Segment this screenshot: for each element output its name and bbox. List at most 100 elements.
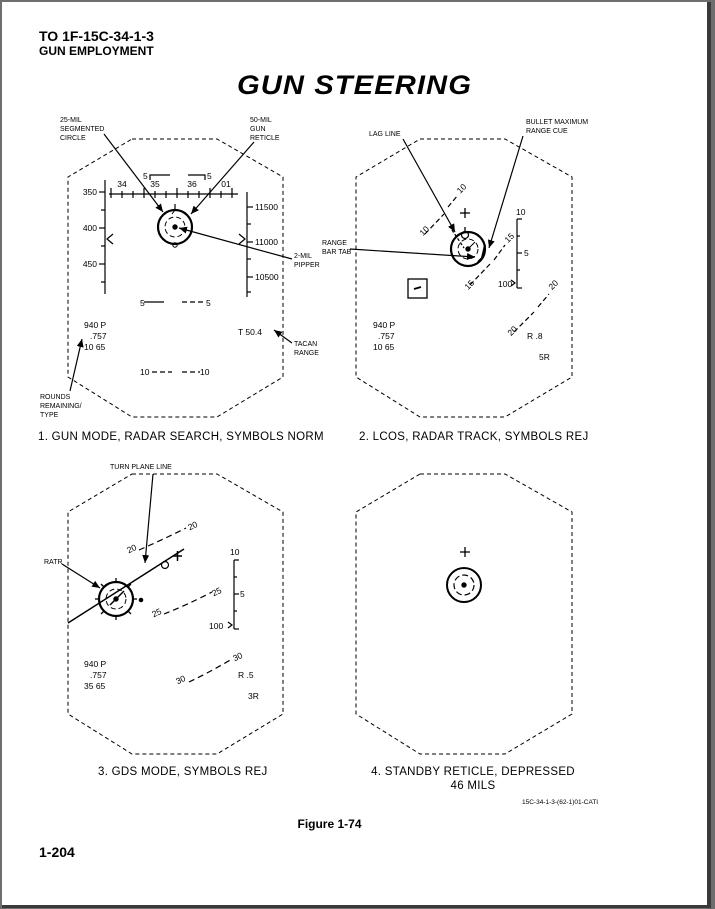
- pitch-label: 5: [143, 171, 148, 181]
- panel-3-hud-outline: [67, 473, 284, 755]
- callout-segmented-circle: SEGMENTED: [60, 126, 104, 133]
- pitch-label: 10: [417, 224, 431, 238]
- pitch-label: 5: [207, 171, 212, 181]
- range-readout: R .5: [238, 670, 254, 680]
- altitude-tick: 10500: [255, 272, 279, 282]
- callout-turn-plane-line: TURN PLANE LINE: [110, 464, 172, 471]
- lcos-reticle: [449, 230, 487, 268]
- heading-tick: 36: [187, 179, 197, 189]
- closure-readout: 5R: [539, 352, 550, 362]
- gds-reticle: [95, 578, 144, 620]
- range-scale-label: 5: [524, 248, 529, 258]
- pitch-label: 30: [174, 673, 187, 686]
- pitch-label: 25: [210, 585, 223, 598]
- range-scale-label: 100: [498, 279, 512, 289]
- panel-2-lcos: 10 10 15 15 20 20: [322, 119, 588, 418]
- heading-tape: [109, 188, 238, 198]
- callout-range-bar-tab: RANGE: [322, 240, 347, 247]
- callout-rounds-remaining: TYPE: [40, 412, 59, 419]
- weapon-status-type: .757: [90, 331, 107, 341]
- pitch-label: 10: [200, 367, 210, 377]
- pitch-label: 15: [462, 278, 476, 292]
- panel-4-caption-line2: 46 MILS: [450, 780, 496, 792]
- pitch-label: 10: [140, 367, 150, 377]
- callout-gun-reticle: RETICLE: [250, 135, 280, 142]
- weapon-status-rounds: 940 P: [84, 320, 107, 330]
- callout-ratr: RATR: [44, 559, 63, 566]
- figure-title: GUN STEERING: [237, 70, 472, 100]
- closure-readout: 3R: [248, 691, 259, 701]
- pitch-label: 20: [505, 324, 519, 338]
- figure-reference-code: 15C-34-1-3-(62-1)01-CATI: [522, 799, 599, 806]
- pitch-label: 20: [125, 542, 138, 555]
- pitch-label: 5: [140, 298, 145, 308]
- weapon-status-rounds: 940 P: [84, 659, 107, 669]
- panel-1-gun-mode: 34 35 36 01 350 400 450: [40, 117, 320, 419]
- panel-2-caption: 2. LCOS, RADAR TRACK, SYMBOLS REJ: [359, 431, 589, 443]
- hud-diagrams: 34 35 36 01 350 400 450: [40, 117, 588, 755]
- panel-2-hud-outline: [355, 138, 573, 418]
- weapon-status-setting: 10 65: [84, 342, 106, 352]
- figure-number: Figure 1-74: [297, 817, 362, 831]
- weapon-status-setting: 10 65: [373, 342, 395, 352]
- callout-segmented-circle: CIRCLE: [60, 135, 86, 142]
- panel-1-hud-outline: [67, 138, 284, 418]
- callout-bullet-max: RANGE CUE: [526, 128, 568, 135]
- range-readout: R .8: [527, 331, 543, 341]
- panel-3-gds-mode: 20 20 25 25 30 30: [44, 464, 284, 755]
- target-designator-box: [407, 278, 428, 299]
- standby-reticle: [446, 567, 482, 603]
- callout-tacan-range: RANGE: [294, 350, 319, 357]
- section-title: GUN EMPLOYMENT: [39, 44, 154, 58]
- panel-4-caption: 4. STANDBY RETICLE, DEPRESSED: [371, 766, 575, 778]
- callout-rounds-remaining: REMAINING/: [40, 403, 82, 410]
- callout-segmented-circle: 25-MIL: [60, 117, 82, 124]
- range-scale: [227, 559, 239, 630]
- range-scale: [510, 218, 522, 289]
- callout-tacan-range: TACAN: [294, 341, 317, 348]
- airspeed-scale: [99, 180, 114, 294]
- panel-4-standby-reticle: [355, 473, 573, 755]
- panel-3-caption: 3. GDS MODE, SYMBOLS REJ: [98, 766, 268, 778]
- weapon-status-type: .757: [90, 670, 107, 680]
- panel-1-caption: 1. GUN MODE, RADAR SEARCH, SYMBOLS NORM: [38, 431, 324, 443]
- altitude-tick: 11500: [255, 202, 278, 212]
- callout-bullet-max: BULLET MAXIMUM: [526, 119, 588, 126]
- range-scale-label: 10: [516, 207, 526, 217]
- document-number: TO 1F-15C-34-1-3: [39, 28, 154, 44]
- weapon-status-type: .757: [378, 331, 395, 341]
- heading-tick: 01: [221, 179, 231, 189]
- pitch-label: 20: [546, 278, 560, 292]
- heading-tick: 35: [150, 179, 160, 189]
- weapon-status-setting: 35 65: [84, 681, 106, 691]
- callout-gun-reticle: GUN: [250, 126, 266, 133]
- pitch-label: 20: [186, 519, 199, 532]
- range-scale-label: 100: [209, 621, 223, 631]
- airspeed-tick: 350: [83, 187, 97, 197]
- callout-pipper: 2-MIL: [294, 253, 312, 260]
- weapon-status-rounds: 940 P: [373, 320, 396, 330]
- pitch-label: 10: [455, 181, 469, 195]
- altitude-scale: [238, 192, 253, 297]
- callout-range-bar-tab: BAR TAB: [322, 249, 352, 256]
- heading-tick: 34: [117, 179, 127, 189]
- panel-4-hud-outline: [355, 473, 573, 755]
- altitude-tick: 11000: [255, 237, 278, 247]
- page-number: 1-204: [39, 844, 75, 860]
- airspeed-tick: 450: [83, 259, 97, 269]
- range-scale-label: 5: [240, 589, 245, 599]
- pitch-label: 5: [206, 298, 211, 308]
- pitch-label: 25: [150, 606, 163, 619]
- pitch-label: 15: [502, 231, 516, 245]
- airspeed-tick: 400: [83, 223, 97, 233]
- pitch-ladder: [144, 174, 206, 373]
- callout-rounds-remaining: ROUNDS: [40, 394, 71, 401]
- callout-gun-reticle: 50-MIL: [250, 117, 272, 124]
- tacan-readout: T 50.4: [238, 327, 262, 337]
- callout-pipper: PIPPER: [294, 262, 320, 269]
- gun-reticle: [156, 204, 194, 248]
- pitch-label: 30: [231, 650, 244, 663]
- callout-lag-line: LAG LINE: [369, 131, 401, 138]
- range-scale-label: 10: [230, 547, 240, 557]
